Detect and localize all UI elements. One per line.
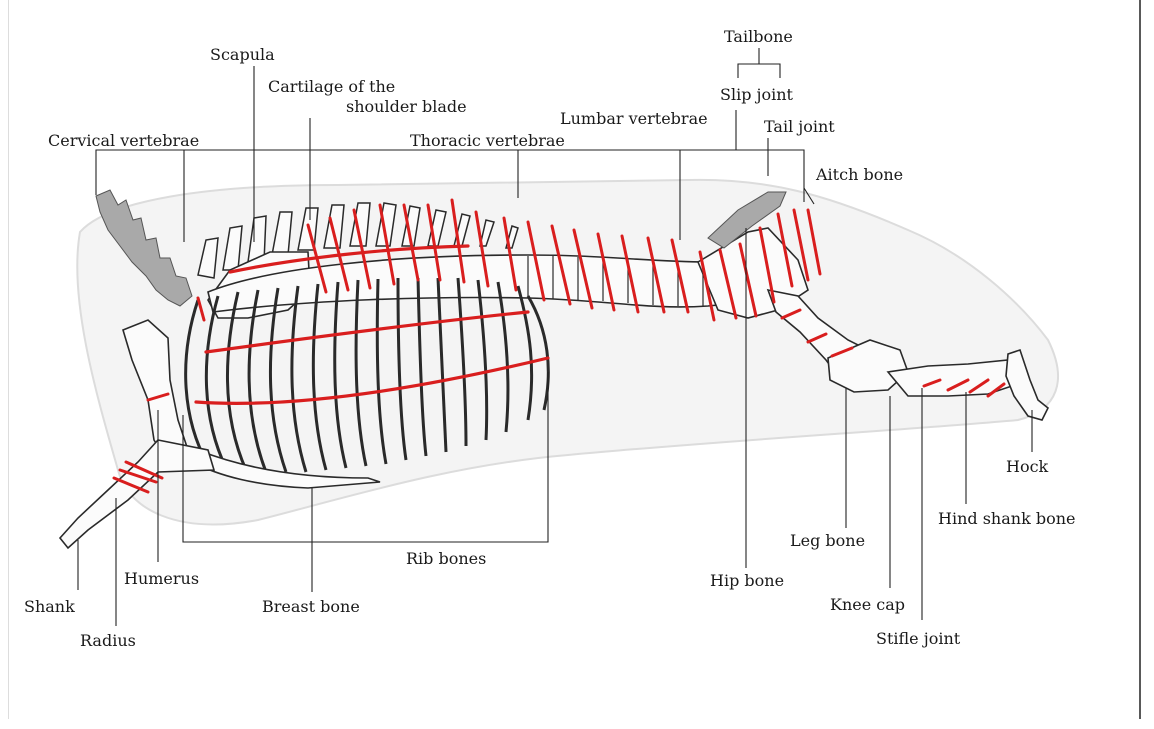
label-shank: Shank [24, 597, 75, 616]
label-leg-bone: Leg bone [790, 531, 865, 550]
label-tail-joint: Tail joint [764, 117, 835, 136]
label-scapula: Scapula [210, 45, 275, 64]
diagram-svg: Tailbone Scapula Cartilage of the should… [8, 0, 1142, 719]
label-aitch-bone: Aitch bone [815, 165, 903, 184]
label-tailbone: Tailbone [724, 27, 793, 46]
label-slip-joint: Slip joint [720, 85, 794, 104]
label-rib-bones: Rib bones [406, 549, 486, 568]
label-radius: Radius [80, 631, 136, 650]
label-thoracic-vertebrae: Thoracic vertebrae [410, 131, 565, 150]
label-hind-shank-bone: Hind shank bone [938, 509, 1076, 528]
label-cartilage-line1: Cartilage of the [268, 77, 395, 96]
label-knee-cap: Knee cap [830, 595, 905, 614]
label-hip-bone: Hip bone [710, 571, 784, 590]
label-stifle-joint: Stifle joint [876, 629, 961, 648]
label-breast-bone: Breast bone [262, 597, 360, 616]
label-humerus: Humerus [124, 569, 199, 588]
label-cartilage-line2: shoulder blade [346, 97, 467, 116]
label-hock: Hock [1006, 457, 1049, 476]
beef-skeleton-diagram: Tailbone Scapula Cartilage of the should… [8, 0, 1142, 719]
label-cervical-vertebrae: Cervical vertebrae [48, 131, 199, 150]
label-lumbar-vertebrae: Lumbar vertebrae [560, 109, 708, 128]
